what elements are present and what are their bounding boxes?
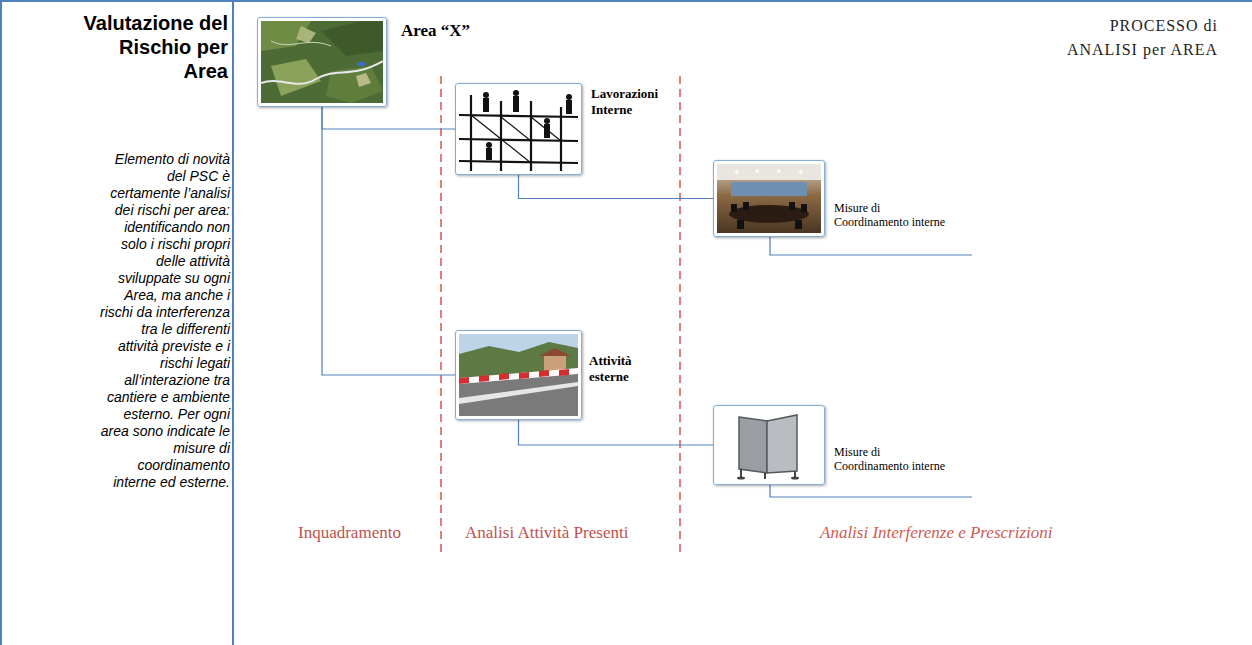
node-caption: Misure di Coordinamento interne	[834, 445, 956, 473]
connector-line	[322, 107, 455, 129]
connector-line	[519, 420, 714, 445]
image-frame: Lavorazioni Interne	[455, 83, 582, 175]
title-heading: Valutazione del Rischio per Area	[76, 11, 228, 83]
connector-line	[322, 107, 455, 375]
connector-path	[322, 107, 455, 129]
connector-path	[519, 175, 714, 199]
node-caption: Attività esterne	[589, 353, 651, 385]
barrier-panel-illustration	[717, 409, 821, 481]
connector-path	[519, 420, 714, 445]
image-frame: Misure di Coordinamento interne	[713, 405, 825, 485]
node-caption: Area “X”	[401, 21, 470, 41]
image-frame: Attività esterne	[455, 330, 582, 420]
node-caption: Lavorazioni Interne	[591, 86, 671, 118]
node-caption: Misure di Coordinamento interne	[834, 201, 956, 229]
connector-path	[322, 107, 455, 375]
meeting-room-illustration	[717, 164, 821, 233]
phase-label: Inquadramento	[298, 523, 401, 543]
connector-line	[519, 175, 714, 199]
image-frame: Area “X”	[257, 17, 387, 107]
road-illustration	[459, 334, 578, 416]
map-illustration	[261, 21, 383, 103]
phase-label: Analisi Interferenze e Prescrizioni	[820, 523, 1052, 543]
image-frame: Misure di Coordinamento interne	[713, 160, 825, 237]
process-heading: PROCESSO di ANALISI per AREA	[1050, 14, 1218, 62]
scaffolding-illustration	[459, 87, 578, 171]
description-text: Elemento di novità del PSC è certamente …	[100, 151, 230, 491]
phase-label: Analisi Attività Presenti	[465, 523, 628, 543]
